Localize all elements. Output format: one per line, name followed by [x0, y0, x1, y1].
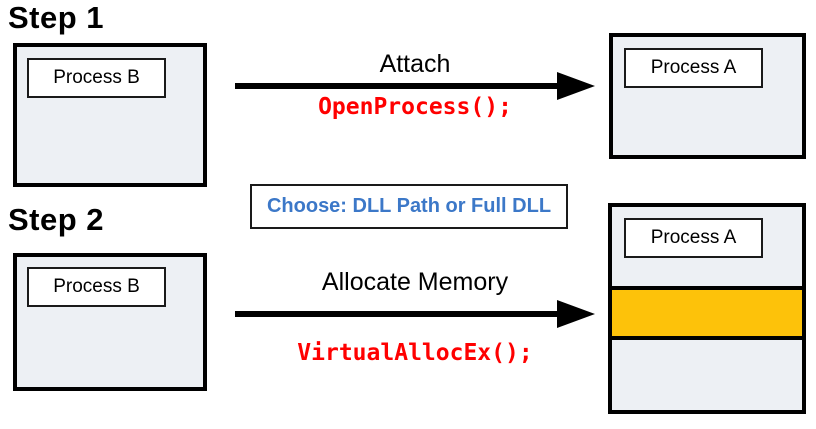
step1-arrow-label: Attach: [379, 50, 451, 78]
step2-title: Step 2: [8, 202, 105, 237]
step2-process-a-box: Process A: [608, 203, 806, 414]
step2-process-a-bottom-segment: [612, 340, 802, 410]
step1-process-a-label: Process A: [624, 48, 763, 88]
step2-api-call: VirtualAllocEx();: [297, 340, 533, 366]
step1-process-a-box: Process A: [609, 33, 806, 159]
choice-note-text: Choose: DLL Path or Full DLL: [266, 195, 552, 217]
choice-note-box: Choose: DLL Path or Full DLL: [250, 184, 568, 229]
step1-process-b-label: Process B: [27, 58, 166, 98]
step2-process-b-label: Process B: [27, 267, 166, 307]
step2-arrow-label: Allocate Memory: [321, 268, 509, 296]
step1-arrow-line: [235, 83, 559, 89]
step2-arrow-line: [235, 311, 559, 317]
step2-arrowhead-icon: [557, 300, 595, 328]
step1-api-call: OpenProcess();: [318, 94, 512, 120]
step2-process-b-box: Process B: [13, 253, 207, 391]
step1-process-b-box: Process B: [13, 43, 207, 187]
step2-process-a-top-segment: Process A: [612, 207, 802, 290]
allocated-memory-segment: [612, 290, 802, 340]
step2-process-a-label: Process A: [624, 218, 763, 258]
step1-title: Step 1: [8, 0, 105, 35]
step1-arrowhead-icon: [557, 72, 595, 100]
